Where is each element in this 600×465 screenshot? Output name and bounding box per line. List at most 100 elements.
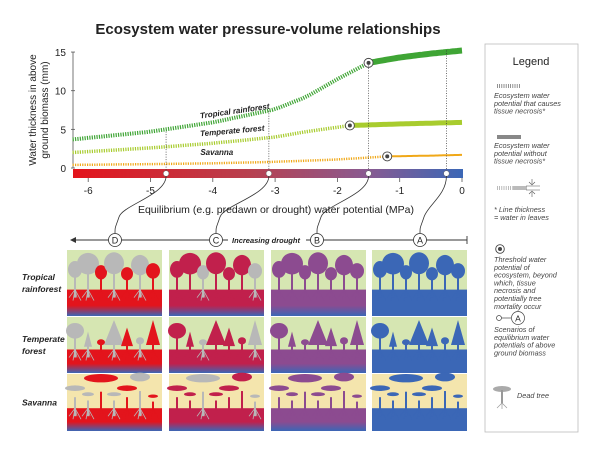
scenario-label: D	[112, 236, 119, 246]
legend-item-text: which, tissue	[494, 278, 536, 287]
tree-root	[431, 349, 439, 361]
tree-root	[146, 407, 154, 417]
tree-root	[124, 289, 128, 301]
tree-root	[444, 349, 452, 361]
tree-root	[412, 407, 420, 417]
tree-root	[200, 349, 204, 361]
tree-root	[137, 289, 141, 301]
tree-crown	[409, 252, 429, 275]
tree-trunk	[317, 333, 319, 358]
tree-icon	[235, 337, 249, 361]
tree-icon	[311, 392, 325, 420]
tree-crown	[121, 327, 133, 347]
legend-item-text: mortality occur	[494, 302, 542, 311]
thickness-symbol-solid	[513, 186, 527, 190]
tree-trunk	[418, 333, 420, 358]
tree-trunk	[176, 274, 178, 298]
tree-icon	[350, 263, 364, 301]
tree-root	[139, 349, 147, 361]
tree-icon	[120, 267, 134, 301]
tree-root	[379, 408, 387, 420]
tree-root	[94, 289, 102, 298]
tree-root	[298, 289, 306, 298]
tree-crown	[334, 372, 354, 382]
series-label: Savanna	[200, 148, 233, 157]
tree-trunk	[202, 276, 204, 298]
tree-root	[451, 407, 459, 417]
tree-root	[68, 289, 76, 298]
tree-trunk	[176, 397, 178, 417]
scenario-circle-d	[108, 233, 122, 247]
tree-root	[390, 349, 394, 361]
x-tick-label: -1	[395, 186, 404, 197]
tree-root	[392, 349, 400, 361]
tree-root	[226, 289, 230, 301]
tree-root	[354, 408, 358, 420]
tree-root	[200, 289, 204, 301]
tree-crown	[232, 372, 252, 382]
tree-root	[100, 289, 108, 301]
tree-root	[87, 289, 95, 301]
tree-crown	[409, 320, 429, 346]
tree-trunk	[254, 333, 256, 358]
tree-icon	[386, 331, 400, 361]
tree-crown	[270, 322, 288, 339]
tree-icon	[146, 320, 160, 361]
panel-savanna-b	[167, 372, 264, 431]
tree-crown	[311, 392, 325, 397]
tree-root	[150, 289, 154, 301]
tree-root	[202, 289, 210, 301]
y-axis-label: Water thickness in aboveground biomass (…	[28, 54, 51, 166]
tree-crown	[371, 322, 389, 339]
tree-root	[120, 407, 128, 417]
tree-root	[311, 289, 319, 298]
tree-root	[146, 349, 154, 358]
tree-root	[416, 349, 420, 361]
tree-root	[107, 349, 115, 358]
tree-root	[272, 349, 280, 358]
tree-crown	[95, 265, 107, 280]
tree-crown	[82, 392, 94, 397]
tree-root	[252, 349, 256, 361]
tree-crown	[168, 322, 186, 339]
tree-root	[399, 407, 407, 417]
tree-root	[442, 408, 446, 420]
tree-root	[120, 349, 128, 358]
tree-root	[189, 408, 197, 420]
tree-crown	[335, 254, 353, 276]
tree-root	[392, 408, 400, 420]
tree-icon	[335, 254, 353, 301]
tree-root	[298, 407, 306, 417]
x-tick-label: -2	[333, 186, 342, 197]
tree-root	[126, 408, 134, 420]
tree-crown	[248, 320, 262, 346]
tree-root	[215, 349, 223, 361]
tree-crown	[288, 374, 322, 383]
tree-root	[386, 289, 394, 298]
panel-ground	[372, 349, 467, 373]
scenario-symbol-point	[496, 315, 502, 321]
label-background	[228, 233, 306, 247]
tree-trunk	[405, 391, 407, 417]
tree-root	[215, 408, 223, 420]
tree-icon	[179, 252, 201, 301]
tree-icon	[248, 394, 262, 420]
tree-root	[209, 349, 217, 358]
tree-icon	[219, 385, 239, 420]
tree-root	[85, 408, 89, 420]
tree-root	[315, 408, 319, 420]
tree-root	[330, 289, 338, 301]
x-axis-label: Equilibrium (e.g. predawn or drought) wa…	[138, 204, 414, 216]
x-tick-label: 0	[459, 186, 465, 197]
legend-title: Legend	[513, 56, 550, 68]
tree-root	[68, 349, 76, 358]
tree-trunk	[100, 391, 102, 417]
tree-trunk	[87, 269, 89, 298]
tree-trunk	[457, 275, 459, 298]
tree-root	[328, 408, 332, 420]
tree-root	[285, 289, 293, 298]
tree-trunk	[379, 335, 381, 358]
tree-root	[418, 408, 426, 420]
tree-trunk	[405, 276, 407, 298]
